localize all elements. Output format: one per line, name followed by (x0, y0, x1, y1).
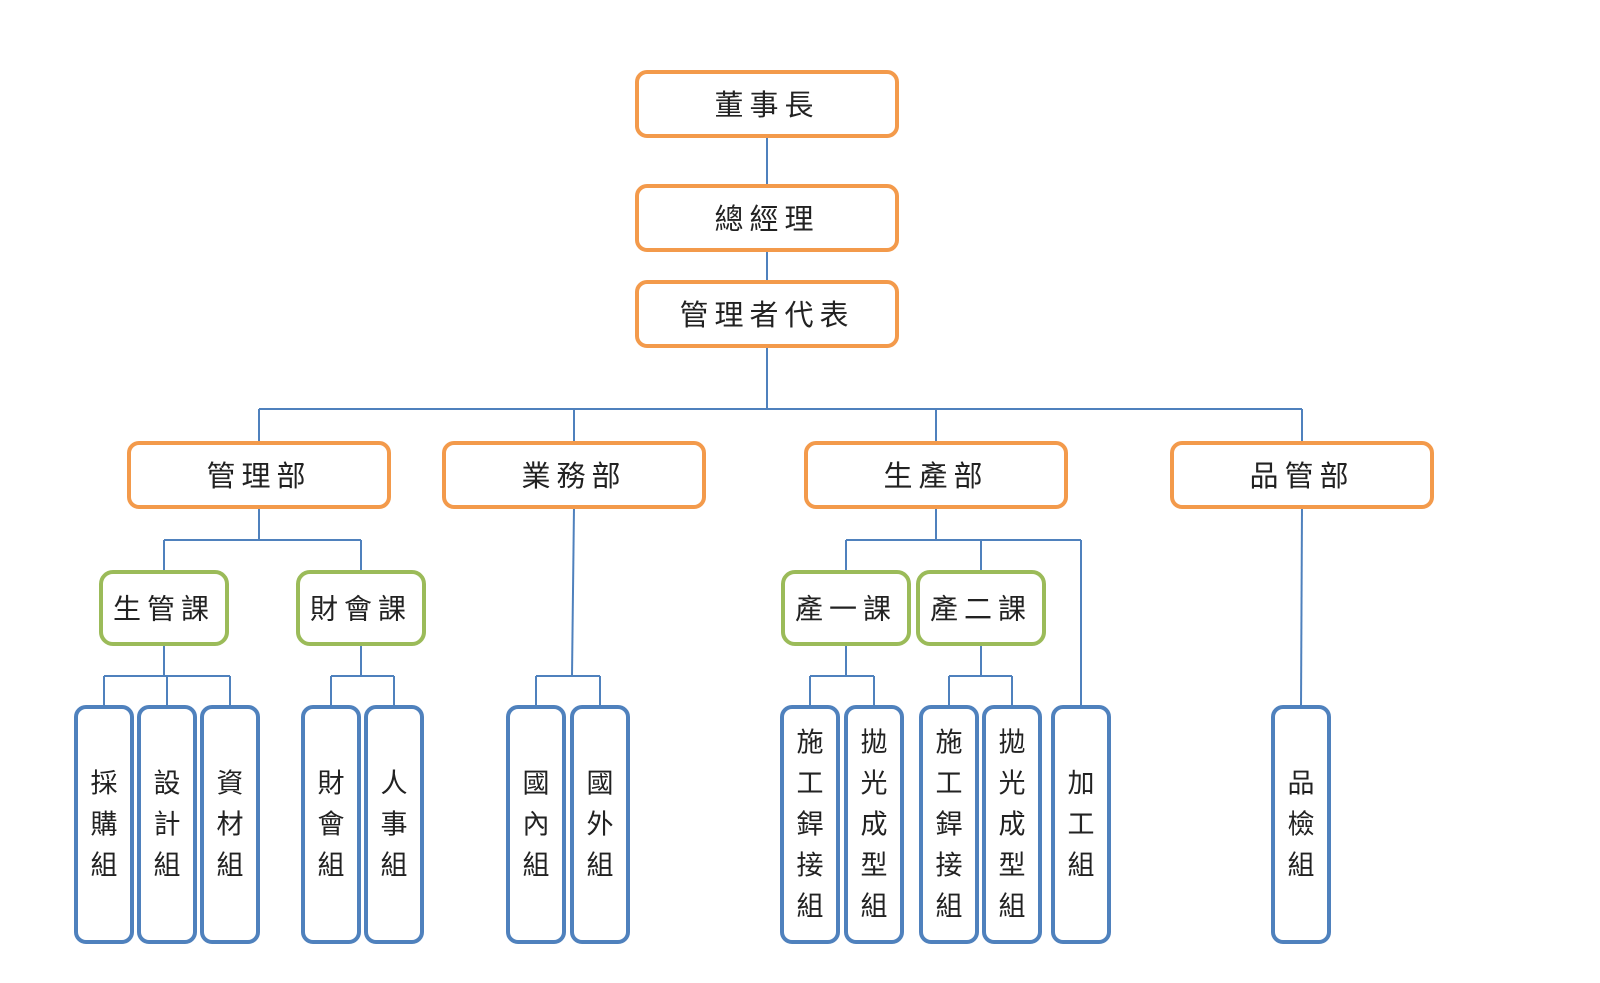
node-label-domestic: 國內組 (523, 768, 550, 881)
node-label-prod1: 產一課 (795, 593, 897, 626)
connector-lines (103, 136, 1303, 708)
node-box-qc (1170, 441, 1434, 509)
node-inspection: 品檢組 (1271, 705, 1331, 944)
node-accounting: 財會組 (301, 705, 361, 944)
node-label-polish2: 拋光成型組 (999, 727, 1026, 922)
node-box-design (137, 705, 197, 944)
node-box-prod2 (916, 570, 1046, 646)
node-box-domestic (506, 705, 566, 944)
node-box-materials (200, 705, 260, 944)
node-processing: 加工組 (1051, 705, 1111, 944)
node-hr: 人事組 (364, 705, 424, 944)
node-label-qc: 品管部 (1249, 459, 1354, 493)
node-box-accounting (301, 705, 361, 944)
node-label-inspection: 品檢組 (1288, 768, 1315, 881)
node-box-weld2 (919, 705, 979, 944)
node-label-prod2: 產二課 (930, 593, 1032, 626)
node-label-prod-mgmt: 生管課 (113, 593, 215, 626)
node-box-polish1 (844, 705, 904, 944)
node-label-chairman: 董事長 (714, 88, 819, 122)
node-box-sales (442, 441, 706, 509)
node-weld1: 施工銲接組 (780, 705, 840, 944)
org-nodes: 董事長總經理管理者代表管理部 業務部 生產部 品管部生管課 財會課 產一課產二課採購組 設計… (74, 70, 1434, 944)
node-box-finance (296, 570, 426, 646)
node-materials: 資材組 (200, 705, 260, 944)
node-label-purchasing: 採購組 (91, 768, 118, 881)
node-label-admin: 管理部 (206, 459, 311, 493)
connector-sales-down (571, 506, 575, 677)
node-label-overseas: 國外組 (587, 768, 614, 881)
node-label-management-rep: 管理者代表 (679, 298, 854, 332)
node-label-weld1: 施工銲接組 (797, 727, 824, 922)
node-label-sales: 業務部 (521, 459, 626, 493)
node-label-accounting: 財會組 (318, 768, 345, 881)
node-production: 生產部 (804, 441, 1068, 509)
node-box-production (804, 441, 1068, 509)
node-design: 設計組 (137, 705, 197, 944)
node-prod2: 產二課 (916, 570, 1046, 646)
node-management-rep: 管理者代表 (635, 280, 899, 348)
node-label-processing: 加工組 (1068, 768, 1095, 881)
node-box-polish2 (982, 705, 1042, 944)
node-prod1: 產一課 (781, 570, 911, 646)
node-finance: 財會課 (296, 570, 426, 646)
connector-to-inspection (1300, 506, 1303, 708)
node-box-management-rep (635, 280, 899, 348)
node-label-materials: 資材組 (217, 768, 244, 881)
node-weld2: 施工銲接組 (919, 705, 979, 944)
node-box-general-manager (635, 184, 899, 252)
node-box-purchasing (74, 705, 134, 944)
node-qc: 品管部 (1170, 441, 1434, 509)
node-admin: 管理部 (127, 441, 391, 509)
node-box-processing (1051, 705, 1111, 944)
node-overseas: 國外組 (570, 705, 630, 944)
node-box-weld1 (780, 705, 840, 944)
node-box-overseas (570, 705, 630, 944)
node-box-inspection (1271, 705, 1331, 944)
node-sales: 業務部 (442, 441, 706, 509)
node-label-design: 設計組 (154, 768, 181, 881)
node-label-hr: 人事組 (381, 768, 408, 881)
node-polish2: 拋光成型組 (982, 705, 1042, 944)
node-box-prod-mgmt (99, 570, 229, 646)
node-polish1: 拋光成型組 (844, 705, 904, 944)
node-label-polish1: 拋光成型組 (861, 727, 888, 922)
node-box-chairman (635, 70, 899, 138)
node-chairman: 董事長 (635, 70, 899, 138)
node-prod-mgmt: 生管課 (99, 570, 229, 646)
node-box-admin (127, 441, 391, 509)
node-domestic: 國內組 (506, 705, 566, 944)
node-label-production: 生產部 (883, 459, 988, 493)
node-purchasing: 採購組 (74, 705, 134, 944)
node-label-finance: 財會課 (310, 593, 412, 626)
node-general-manager: 總經理 (635, 184, 899, 252)
node-box-hr (364, 705, 424, 944)
node-label-general-manager: 總經理 (714, 202, 819, 236)
node-label-weld2: 施工銲接組 (936, 727, 963, 922)
node-box-prod1 (781, 570, 911, 646)
